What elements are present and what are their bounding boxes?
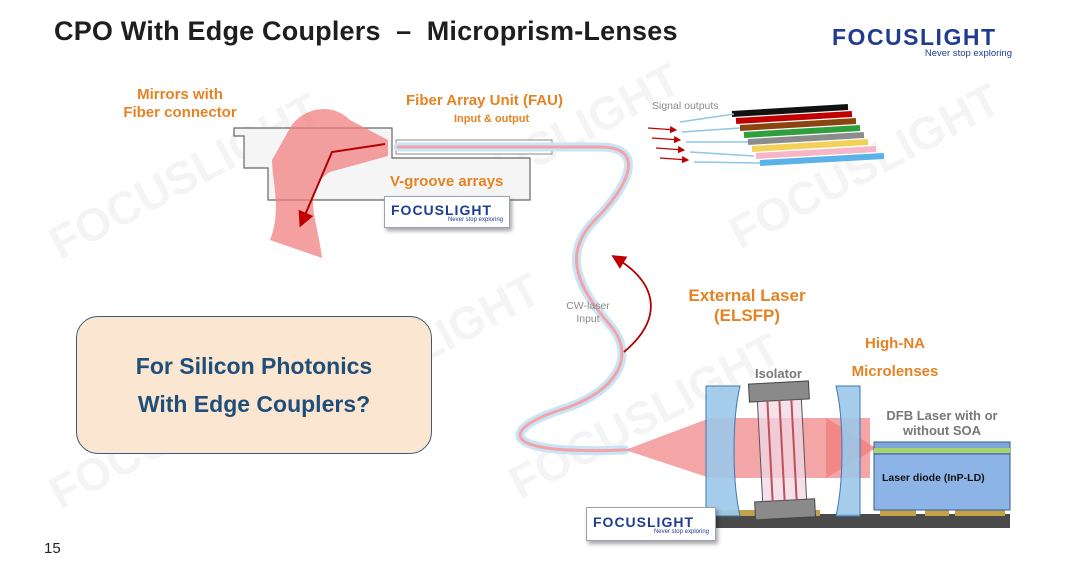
brand-logo: FOCUSLIGHT Never stop exploring xyxy=(832,24,1012,60)
fau-title: Fiber Array Unit (FAU) xyxy=(406,92,563,109)
ribbon-fiber xyxy=(747,132,865,145)
mirrors-label: Mirrors with Fiber connector xyxy=(110,86,250,122)
mirrors-label-line: Mirrors with xyxy=(137,86,223,103)
external-laser-line: External Laser xyxy=(688,286,806,305)
left-microlens xyxy=(705,385,741,517)
callout-line: With Edge Couplers? xyxy=(137,391,371,417)
high-na-line: Microlenses xyxy=(851,363,939,380)
mirror-beam xyxy=(270,108,388,258)
ribbon-fibers xyxy=(731,104,885,166)
external-laser-line: (ELSFP) xyxy=(713,306,781,325)
cw-input-arrow xyxy=(611,255,652,353)
callout-line: For Silicon Photonics xyxy=(135,353,373,379)
laser-logo-stamp: FOCUSLIGHT Never stop exploring xyxy=(586,507,716,541)
bare-fibers xyxy=(679,113,761,164)
brand-name: FOCUSLIGHT xyxy=(832,24,997,50)
page-number: 15 xyxy=(44,540,61,557)
isolator xyxy=(747,380,817,521)
ribbon-fiber xyxy=(759,153,885,166)
external-laser-label: External Laser (ELSFP) xyxy=(672,286,822,326)
fau-subtitle: Input & output xyxy=(454,113,530,125)
cw-laser-label-line: CW-laser xyxy=(566,300,610,312)
dfb-label-line: without SOA xyxy=(903,423,981,438)
high-na-label: High-NA Microlenses xyxy=(840,330,950,386)
coupling-beam xyxy=(625,418,870,478)
brand-tagline: Never stop exploring xyxy=(924,48,1012,59)
fau-logo-stamp: FOCUSLIGHT Never stop exploring xyxy=(384,196,510,228)
laser-diode-label: Laser diode (InP-LD) xyxy=(882,472,985,484)
ribbon-fiber xyxy=(743,125,861,138)
ribbon-fiber xyxy=(735,111,853,124)
mirrors-label-line: Fiber connector xyxy=(123,104,237,121)
dfb-label: DFB Laser with or without SOA xyxy=(872,408,1012,438)
stamp-tagline: Never stop exploring xyxy=(447,217,503,223)
stamp-tagline: Never stop exploring xyxy=(653,529,709,535)
callout-box: For Silicon Photonics With Edge Couplers… xyxy=(76,316,432,454)
cw-laser-label: CW-laser Input xyxy=(556,300,620,326)
laser-diode xyxy=(873,441,1011,511)
slide-title: CPO With Edge Couplers – Microprism-Lens… xyxy=(54,16,678,46)
ribbon-fiber xyxy=(739,118,857,131)
high-na-line: High-NA xyxy=(865,335,925,352)
ribbon-fiber xyxy=(731,104,849,117)
right-microlens xyxy=(835,385,861,517)
ribbon-fiber xyxy=(751,139,869,152)
ribbon-fiber xyxy=(755,146,877,159)
isolator-label: Isolator xyxy=(755,366,802,381)
signal-arrows xyxy=(647,125,690,164)
fiber-core xyxy=(396,145,630,453)
cw-laser-label-line: Input xyxy=(576,313,600,325)
stamp-brand-name: FOCUSLIGHT xyxy=(593,514,694,530)
signal-outputs-label: Signal outputs xyxy=(652,100,719,112)
dfb-label-line: DFB Laser with or xyxy=(886,408,998,423)
vgroove-label: V-groove arrays xyxy=(390,173,504,190)
stamp-brand-name: FOCUSLIGHT xyxy=(391,202,492,218)
